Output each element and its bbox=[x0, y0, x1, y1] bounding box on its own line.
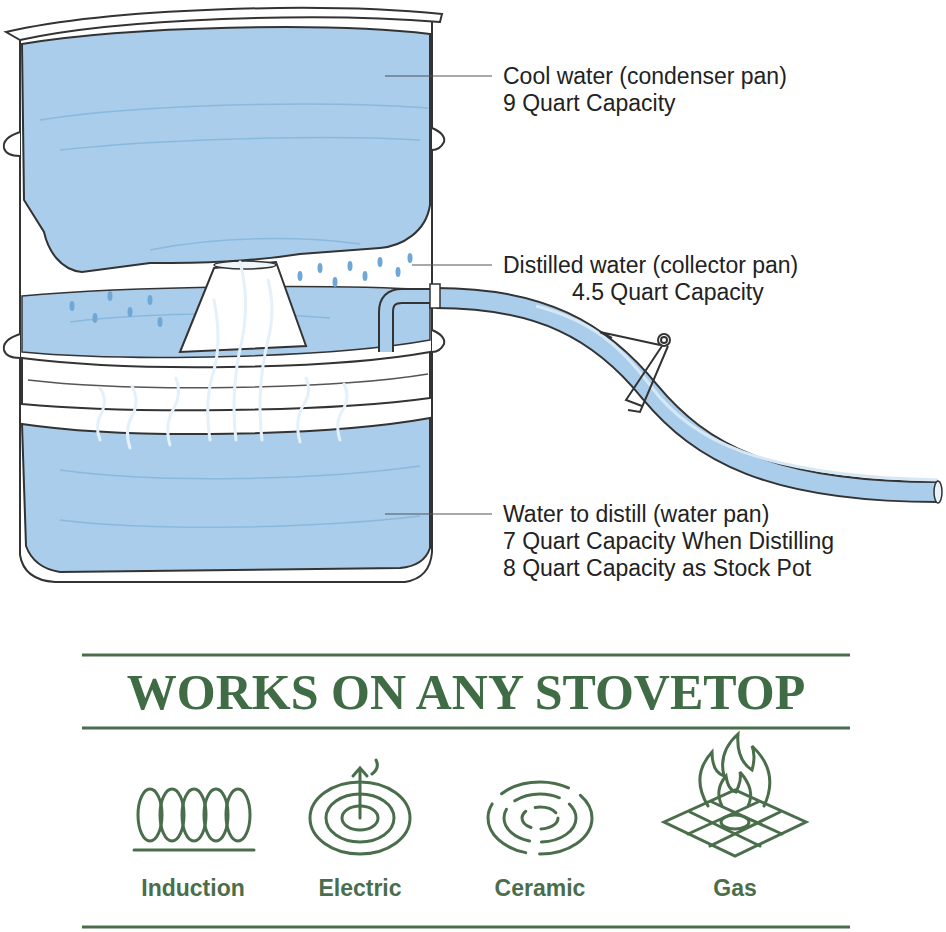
leader-line bbox=[385, 513, 492, 514]
gas-icon bbox=[664, 734, 806, 856]
capacity-label: 9 Quart Capacity bbox=[503, 90, 676, 116]
induction-icon bbox=[134, 789, 254, 850]
stovetop-label: Induction bbox=[141, 874, 244, 902]
burner-lead bbox=[359, 770, 362, 818]
grate bbox=[664, 790, 806, 856]
stovetop-label: Electric bbox=[318, 874, 401, 902]
droplet bbox=[128, 307, 133, 317]
steam-wisp bbox=[208, 300, 218, 440]
hose-fill bbox=[436, 298, 938, 492]
droplet bbox=[70, 301, 75, 311]
steam-wisp bbox=[260, 280, 272, 440]
heat-mark bbox=[372, 760, 377, 774]
droplet bbox=[396, 267, 401, 277]
callout-label: Water to distill (water pan) bbox=[503, 501, 769, 527]
grate-bars bbox=[688, 802, 782, 846]
droplet bbox=[318, 263, 323, 273]
callout-label: Cool water (condenser pan) bbox=[503, 63, 787, 89]
rim-bump bbox=[432, 330, 444, 352]
panel-heading: WORKS ON ANY STOVETOP bbox=[82, 657, 850, 727]
capacity-label: 8 Quart Capacity as Stock Pot bbox=[503, 555, 811, 581]
flame-inner bbox=[719, 772, 751, 806]
coil-loop bbox=[204, 789, 228, 841]
hose-highlight bbox=[536, 306, 938, 480]
droplet bbox=[148, 295, 153, 305]
droplet bbox=[363, 271, 368, 281]
pot-body bbox=[6, 8, 442, 582]
steam bbox=[97, 262, 347, 448]
droplets bbox=[70, 253, 413, 327]
steam-wisp bbox=[298, 378, 309, 442]
hose-end bbox=[934, 481, 942, 503]
collector-base bbox=[22, 352, 430, 410]
rule-line bbox=[82, 926, 850, 929]
droplet bbox=[298, 271, 303, 281]
rim-bump bbox=[4, 132, 20, 156]
water-ripple bbox=[40, 104, 428, 120]
coil-base bbox=[134, 849, 254, 852]
steam-wisp bbox=[127, 386, 136, 448]
droplet bbox=[378, 257, 383, 267]
ceramic-ring bbox=[488, 782, 592, 854]
water-ripple bbox=[150, 239, 360, 250]
leader-lines bbox=[385, 76, 492, 514]
boiling-water bbox=[22, 418, 430, 572]
steam-wisp bbox=[97, 388, 104, 440]
clip-arm bbox=[626, 346, 662, 406]
burner-arrow bbox=[353, 768, 367, 776]
callout-label: Distilled water (collector pan) bbox=[503, 252, 798, 278]
rule-line bbox=[82, 654, 850, 657]
capacity-label: 4.5 Quart Capacity bbox=[572, 279, 764, 305]
steam-wisp bbox=[168, 378, 179, 445]
water-ripple bbox=[60, 466, 420, 479]
outlet-tube bbox=[386, 296, 434, 352]
leader-line bbox=[412, 264, 492, 265]
clip-arm bbox=[600, 332, 660, 345]
hose-outline bbox=[436, 298, 938, 492]
rule-line bbox=[82, 727, 850, 730]
droplet bbox=[348, 261, 353, 271]
droplet bbox=[108, 291, 113, 301]
rim-bump bbox=[4, 334, 20, 358]
leader-line bbox=[385, 75, 492, 76]
flame bbox=[700, 734, 770, 806]
coil-loop bbox=[138, 789, 162, 841]
stove-icons bbox=[134, 734, 806, 856]
burner-cap bbox=[721, 815, 749, 829]
tube-fitting bbox=[430, 284, 440, 308]
steam-wisp bbox=[338, 384, 347, 440]
droplet bbox=[158, 317, 163, 327]
droplet bbox=[93, 313, 98, 323]
droplet bbox=[408, 253, 413, 263]
cone-top bbox=[214, 261, 276, 269]
outlet-tube-fill bbox=[386, 296, 434, 352]
capacity-label: 7 Quart Capacity When Distilling bbox=[503, 528, 834, 554]
electric-icon bbox=[310, 760, 410, 854]
clip-arm bbox=[628, 346, 668, 412]
ceramic-ring bbox=[522, 807, 558, 829]
ceramic-ring bbox=[504, 794, 576, 842]
condenser-water bbox=[22, 27, 430, 272]
stovetop-label: Ceramic bbox=[495, 874, 586, 902]
stovetop-label: Gas bbox=[713, 874, 756, 902]
rim-bump bbox=[432, 128, 444, 150]
pan-rims bbox=[4, 128, 444, 358]
pot-wall bbox=[20, 22, 432, 582]
coil-loop bbox=[182, 789, 206, 841]
hose bbox=[436, 298, 942, 503]
pan-seam bbox=[28, 374, 428, 388]
water-ripple bbox=[60, 138, 420, 150]
clip-spring bbox=[661, 337, 667, 343]
steam-wisp bbox=[234, 262, 246, 440]
water-ripple bbox=[60, 516, 420, 527]
droplet bbox=[333, 277, 338, 287]
coil-loop bbox=[226, 789, 250, 841]
ceramic-icon bbox=[488, 782, 592, 854]
coil-loop bbox=[160, 789, 184, 841]
panel-rules bbox=[82, 655, 850, 927]
hose-clip bbox=[600, 332, 670, 412]
